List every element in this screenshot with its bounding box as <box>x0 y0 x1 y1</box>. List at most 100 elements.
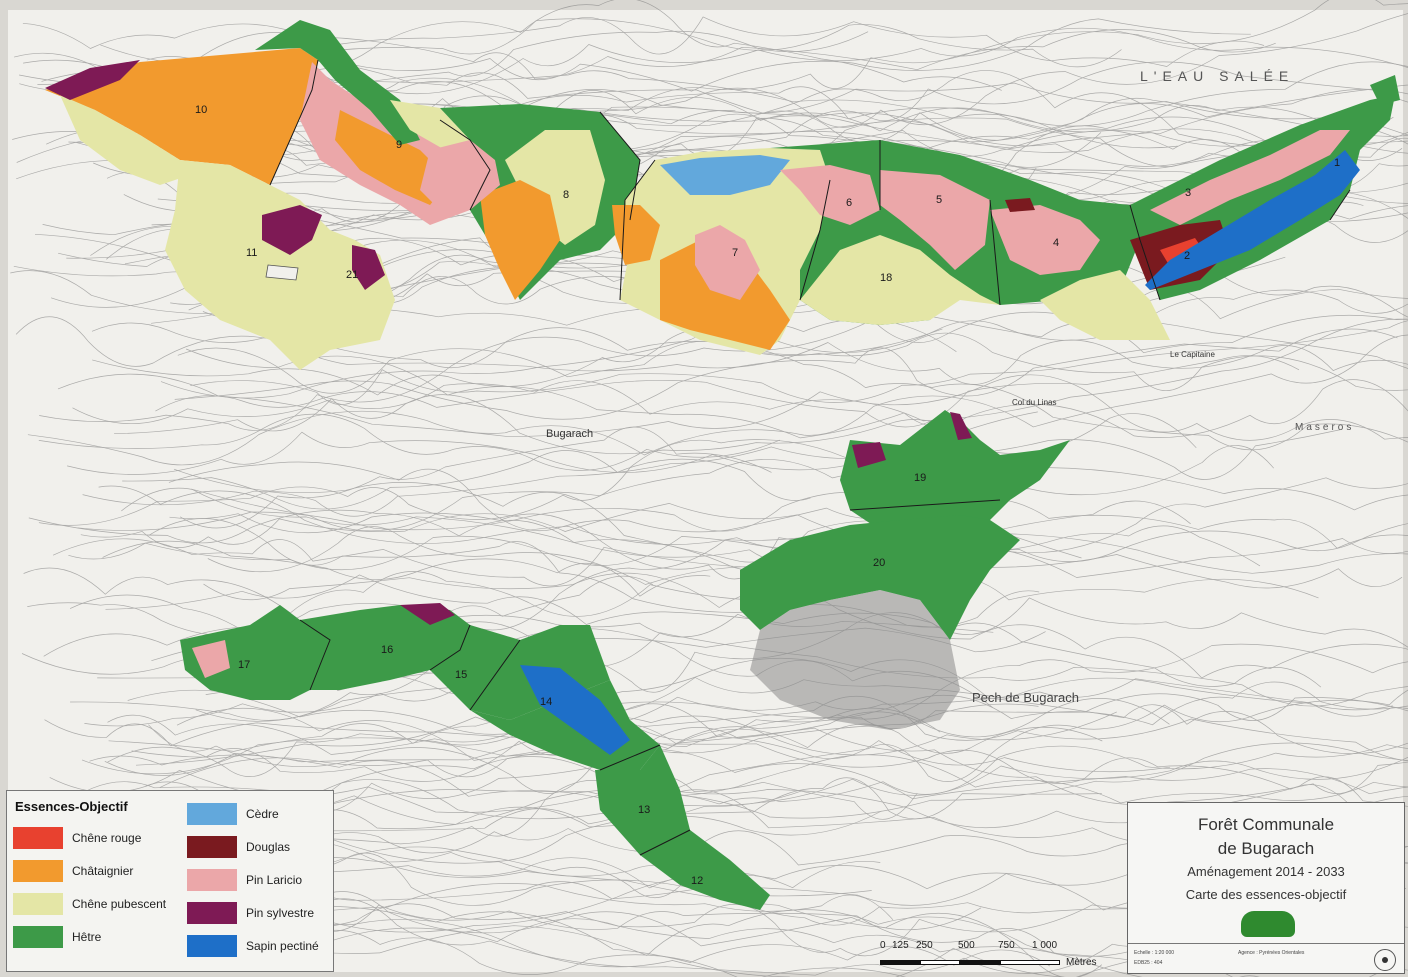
parcel-label-18: 18 <box>880 272 892 284</box>
contour-line <box>68 97 1408 186</box>
parcel-label-8: 8 <box>563 189 569 201</box>
parcel-16-pinsylvestre-area <box>400 603 455 625</box>
parcel-label-6: 6 <box>846 197 852 209</box>
legend-item-sapin-pectine: Sapin pectiné <box>187 933 319 959</box>
parcel-label-7: 7 <box>732 247 738 259</box>
contour-line <box>155 355 1300 428</box>
contour-line <box>135 716 1408 806</box>
parcel-label-15: 15 <box>455 669 467 681</box>
contour-line <box>57 373 1408 441</box>
parcel-11-clearing <box>265 264 299 281</box>
parcel-8-laricio-area <box>420 140 500 210</box>
scale-tick-0: 0 <box>880 940 886 951</box>
legend-label-chene-pubescent: Chêne pubescent <box>72 897 167 911</box>
contour-line <box>23 567 782 617</box>
parcel-label-20: 20 <box>873 557 885 569</box>
legend-swatch-chene-pubescent <box>13 893 63 915</box>
contour-line <box>80 500 1191 548</box>
contour-line <box>52 538 1319 601</box>
contour-line <box>142 904 1233 977</box>
legend-item-pin-laricio: Pin Laricio <box>187 867 302 893</box>
place-label-col-du-linas: Col du Linas <box>1012 398 1057 407</box>
legend-label-sapin-pectine: Sapin pectiné <box>246 939 319 953</box>
scale-tick-1000: 1 000 <box>1032 940 1058 951</box>
parcel-label-4: 4 <box>1053 237 1059 249</box>
legend-swatch-sapin-pectine <box>187 935 237 957</box>
parcel-label-14: 14 <box>540 696 552 708</box>
legend-label-pin-laricio: Pin Laricio <box>246 873 303 887</box>
contour-line <box>107 696 1408 777</box>
scale-tick-250: 250 <box>916 940 933 951</box>
parcel-3-laricio-area <box>1150 130 1350 225</box>
contour-line <box>168 445 1274 533</box>
parcel-label-16: 16 <box>381 644 393 656</box>
parcel-label-3: 3 <box>1185 187 1191 199</box>
place-label-maseres: Maseros <box>1295 422 1355 433</box>
contour-line <box>180 903 1408 977</box>
parcel-9-pubescent-area <box>390 100 470 150</box>
parcel-label-10: 10 <box>195 104 207 116</box>
contour-line <box>22 18 1122 68</box>
title-footer: Echelle : 1:20 000 EDB25 : 404 Agence : … <box>1128 943 1404 974</box>
legend-swatch-pin-laricio <box>187 869 237 891</box>
contour-line <box>173 468 1408 563</box>
parcel-13-area <box>595 745 690 855</box>
legend-item-pin-sylvestre: Pin sylvestre <box>187 900 314 926</box>
title-line-1: Forêt Communale <box>1197 815 1335 834</box>
legend-item-chene-rouge: Chêne rouge <box>13 825 141 851</box>
title-cartouche: Forêt Communale de Bugarach Aménagement … <box>1127 802 1405 974</box>
scale-bar: 0 125 250 500 750 1 000 Mètres <box>880 940 1097 970</box>
footer-agency: Agence : Pyrénées Orientales <box>1238 950 1305 956</box>
parcel-label-1: 1 <box>1334 157 1340 169</box>
legend-title: Essences-Objectif <box>15 799 128 814</box>
contour-line <box>28 509 1403 589</box>
title-line-2: de Bugarach <box>1217 839 1315 858</box>
parcel-8-chataignier-area <box>480 180 560 300</box>
scale-bar-segment-4 <box>1000 960 1060 965</box>
legend-label-chataignier: Châtaignier <box>72 864 134 878</box>
onf-logo <box>1241 911 1295 937</box>
parcel-1-area <box>1370 75 1400 105</box>
contour-line <box>190 320 1408 405</box>
footer-scale: Echelle : 1:20 000 <box>1134 950 1175 956</box>
legend-item-cedre: Cèdre <box>187 801 279 827</box>
contour-line <box>92 327 943 396</box>
parcel-label-21: 21 <box>346 269 358 281</box>
parcel-14-sapin-area <box>520 665 630 755</box>
legend-swatch-chataignier <box>13 860 63 882</box>
contour-line <box>104 742 1408 819</box>
legend-item-douglas: Douglas <box>187 834 290 860</box>
parcel-18-east-area <box>1040 270 1170 340</box>
legend-item-chene-pubescent: Chêne pubescent <box>13 891 166 917</box>
footer-code: EDB25 : 404 <box>1134 960 1163 966</box>
scale-tick-750: 750 <box>998 940 1015 951</box>
contour-line <box>15 316 1408 385</box>
scale-bar-segment-2 <box>920 960 960 965</box>
parcel-label-19: 19 <box>914 472 926 484</box>
parcel-17-laricio-area <box>192 640 230 678</box>
contour-line <box>84 612 1322 727</box>
contour-line <box>95 88 1408 182</box>
legend-swatch-douglas <box>187 836 237 858</box>
parcel-9-hetre-area <box>255 20 420 145</box>
parcel-10-pinsylvestre-area <box>45 60 140 100</box>
contour-line <box>179 426 772 529</box>
place-label-le-capitaine: Le Capitaine <box>1170 350 1215 359</box>
parcel-7-laricio-area <box>695 225 760 300</box>
parcel-label-2: 2 <box>1184 250 1190 262</box>
parcel-18-area <box>800 235 1000 325</box>
parcel-label-5: 5 <box>936 194 942 206</box>
legend-label-cedre: Cèdre <box>246 807 279 821</box>
map-legend: Essences-Objectif Chêne rouge Châtaignie… <box>6 790 334 972</box>
parcel-label-9: 9 <box>396 139 402 151</box>
contour-line <box>114 394 1038 455</box>
parcel-12-area <box>640 830 770 910</box>
scale-tick-500: 500 <box>958 940 975 951</box>
parcel-4-laricio-area <box>990 205 1100 275</box>
contour-line <box>77 491 1408 549</box>
contour-line <box>38 413 780 471</box>
contour-line <box>160 318 957 399</box>
title-line-3: Aménagement 2014 - 2033 <box>1187 864 1345 879</box>
scale-bar-segment-1 <box>880 960 920 965</box>
